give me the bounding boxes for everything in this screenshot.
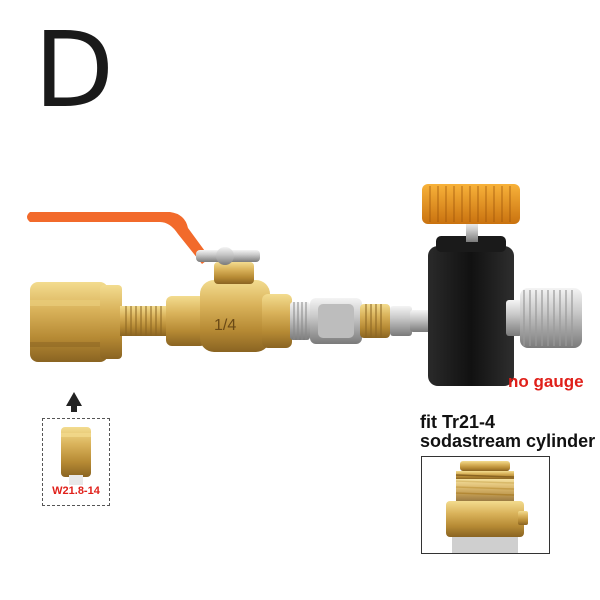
no-gauge-label: no gauge [508,372,584,391]
up-arrow-icon [66,392,82,412]
inset-cylinder-box [421,456,550,554]
silver-hex-fitting [290,302,310,340]
fitting-size-label: W21.8-14 [52,485,100,497]
regulator-body [428,222,514,386]
inset-fitting-box [42,418,110,506]
fit-label-line2: sodastream cylinder [420,431,596,451]
ball-valve-body [166,247,292,352]
side-knob [506,288,582,348]
fit-label-line1: fit Tr21-4 [420,412,496,432]
valve-size-marking: 1/4 [214,317,236,334]
brass-nut [30,282,122,362]
fit-label: fit Tr21-4 sodastream cylinder [420,413,595,451]
small-fitting-image [61,427,91,485]
orange-knob [422,184,520,224]
variant-letter: D [34,9,115,131]
quick-coupler [310,298,432,344]
cylinder-valve-image [446,461,528,553]
